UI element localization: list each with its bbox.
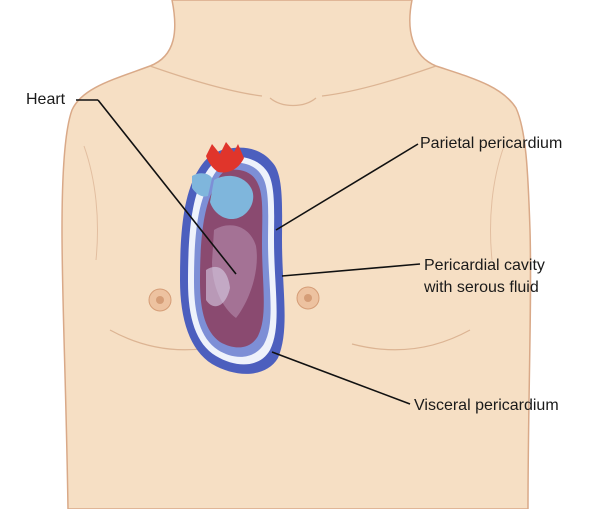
- torso: [62, 0, 531, 509]
- label-parietal-pericardium: Parietal pericardium: [420, 134, 562, 154]
- label-pericardial-cavity: Pericardial cavity: [424, 256, 545, 276]
- label-heart: Heart: [26, 90, 65, 110]
- label-pericardial-cavity-fluid: with serous fluid: [424, 278, 539, 298]
- label-visceral-pericardium: Visceral pericardium: [414, 396, 559, 416]
